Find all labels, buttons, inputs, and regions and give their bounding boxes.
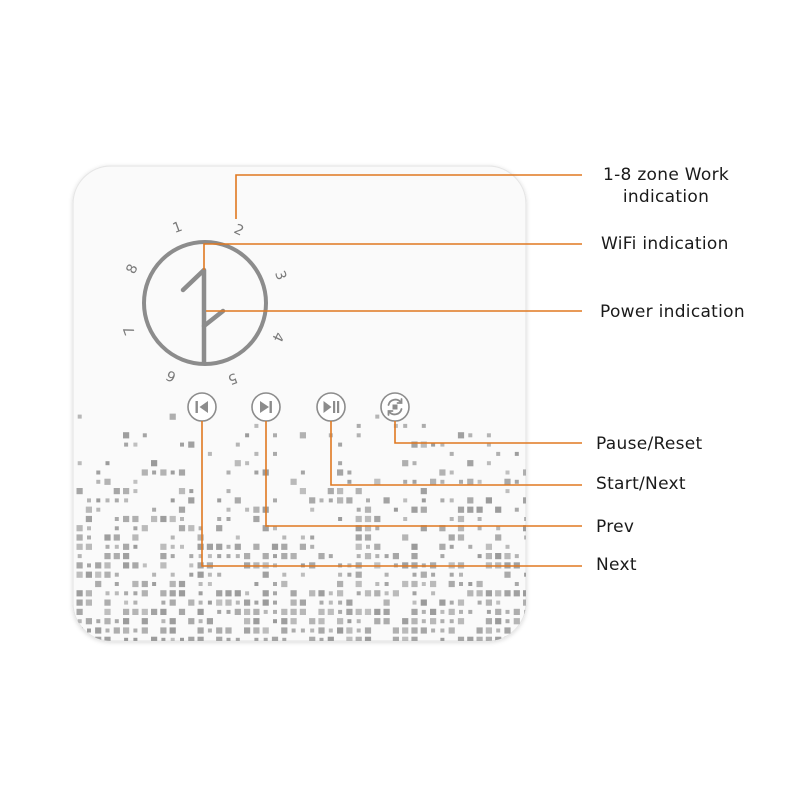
device-body (72, 165, 527, 642)
leader-lines (201, 174, 582, 567)
prev-leader (265, 421, 582, 527)
reset-button[interactable] (380, 392, 410, 422)
control-buttons (187, 392, 410, 422)
refresh-icon (387, 398, 403, 416)
zone-work-label-line1: 1-8 zone Work (602, 165, 730, 185)
skip-back-icon (195, 401, 208, 413)
pause-reset-leader (394, 421, 582, 444)
power-label: Power indication (600, 302, 745, 322)
zone-work-label: 1-8 zone Work indication (596, 164, 736, 208)
play-pause-button[interactable] (316, 392, 346, 422)
prev-track-button[interactable] (187, 392, 217, 422)
pause-reset-label: Pause/Reset (596, 434, 703, 454)
start-next-leader (330, 421, 582, 486)
wifi-leader (203, 243, 582, 270)
zone-work-label-line2: indication (622, 187, 710, 207)
dot-pattern (76, 413, 526, 641)
next-leader (201, 421, 582, 567)
start-next-label: Start/Next (596, 474, 686, 494)
wifi-label: WiFi indication (601, 234, 729, 254)
play-next-button[interactable] (251, 392, 281, 422)
play-icon (260, 401, 272, 413)
play-pause-icon (323, 401, 340, 413)
zone-work-leader (235, 174, 582, 219)
next-label: Next (596, 555, 637, 575)
prev-label: Prev (596, 517, 635, 537)
